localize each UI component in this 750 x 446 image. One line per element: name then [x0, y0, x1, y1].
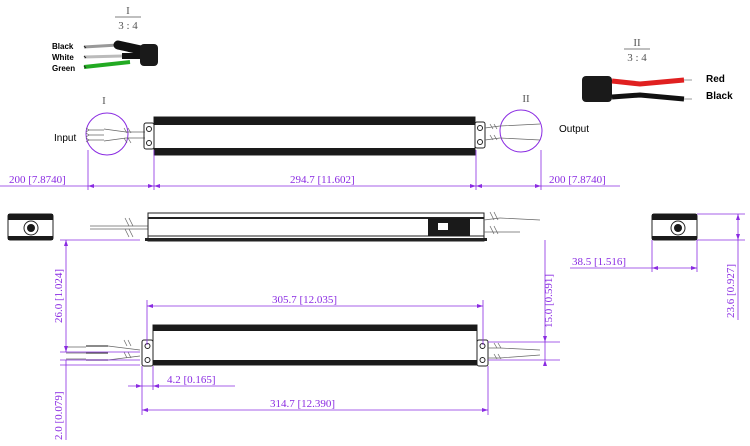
dim-height-left: 26.0 [1.024]	[53, 269, 65, 323]
detail-i-roman: I	[126, 5, 130, 17]
detail-circle-ii	[499, 109, 543, 153]
dim-height-right: 23.6 [0.927]	[725, 264, 737, 318]
dim-base-thickness: 2.0 [0.079]	[53, 391, 65, 440]
wire-label-green: Green	[52, 64, 75, 73]
length-dimensions: 200 [7.8740] 294.7 [11.602] 200 [7.8740]	[0, 150, 620, 190]
detail-ii-roman: II	[633, 37, 641, 49]
mark-i: I	[102, 95, 106, 107]
dim-hole-offset: 4.2 [0.165]	[167, 374, 216, 386]
dim-overall-length: 314.7 [12.390]	[270, 398, 335, 410]
mark-ii: II	[522, 93, 530, 105]
dim-width: 38.5 [1.516]	[572, 256, 626, 268]
end-view-left	[7, 213, 54, 241]
bottom-view	[66, 324, 541, 367]
wire-label-white: White	[52, 53, 74, 62]
dim-lead-left: 200 [7.8740]	[9, 174, 66, 186]
detail-i: I 3 : 4 Black White Green	[52, 5, 158, 73]
detail-ii: II 3 : 4 Red Black	[582, 37, 733, 102]
input-label: Input	[54, 133, 76, 144]
top-view: I II Input Output	[54, 93, 589, 156]
dim-lead-right: 200 [7.8740]	[549, 174, 606, 186]
wire-label-black: Black	[52, 42, 74, 51]
dim-mount-span: 305.7 [12.035]	[272, 294, 337, 306]
wire-label-red: Red	[706, 74, 725, 85]
end-view-right: 38.5 [1.516] 23.6 [0.927]	[570, 213, 745, 320]
bottom-dimensions: 305.7 [12.035] 314.7 [12.390] 4.2 [0.165…	[53, 239, 560, 440]
wire-label-black-out: Black	[706, 91, 733, 102]
dim-body-length: 294.7 [11.602]	[290, 174, 355, 186]
output-label: Output	[559, 124, 589, 135]
side-view	[90, 211, 541, 242]
detail-circle-i	[85, 112, 129, 156]
detail-ii-scale: 3 : 4	[627, 52, 647, 64]
detail-i-scale: 3 : 4	[118, 20, 138, 32]
dim-offset: 15.0 [0.591]	[543, 274, 555, 328]
